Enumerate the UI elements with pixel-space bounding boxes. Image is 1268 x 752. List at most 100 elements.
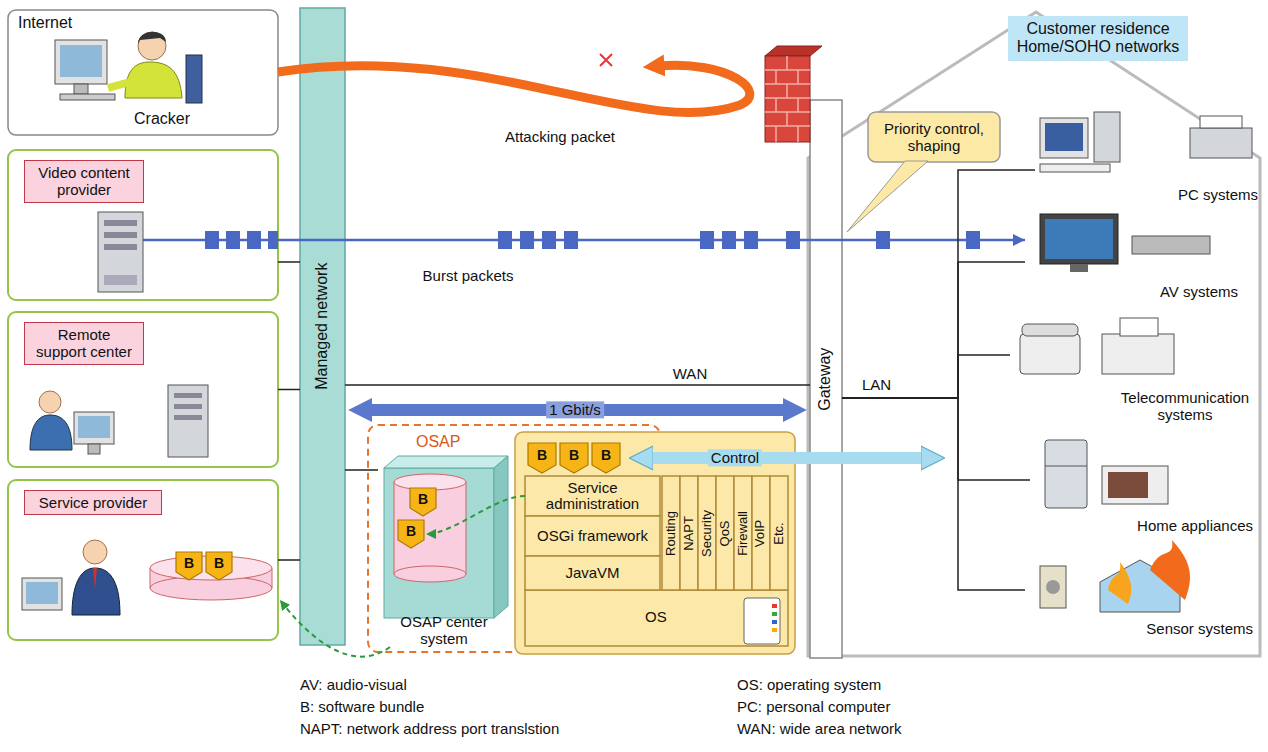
connector [842,170,1035,398]
av-devices-part [1040,214,1118,264]
node-label: OSAP [416,433,460,451]
node-label: Remote support center [24,322,144,365]
node-label: B [537,447,547,463]
connector [842,355,1010,398]
burst-packets-part [226,231,240,249]
connector [842,398,1030,480]
abbreviation-note: NAPT: network address port translstion [300,720,559,737]
device-group: Telecommunication systems [1010,318,1260,423]
cracker-figure-part [186,55,202,103]
support-operator-part [174,404,202,409]
node-label: B [418,491,428,507]
node-label: NAPT [682,516,697,551]
device-group: PC systems [1035,108,1260,203]
home-appliances-part [1108,472,1148,498]
video-server-part [104,232,137,238]
pc-devices-part [1040,118,1088,158]
connector [278,389,300,391]
node-label: VoIP [754,519,769,546]
burst-packets-part [247,231,261,249]
burst-packets-part [205,231,219,249]
provider-box-shape [8,312,278,467]
stack-layer-shape [525,556,660,590]
connector [345,469,378,471]
node-label: Customer residence Home/SOHO networks [1008,16,1188,61]
firewall-wall-part [765,46,822,56]
connector [278,65,750,112]
network-band-shape [300,8,345,645]
bundle-icon: B [560,443,588,473]
node-label: Video content provider [24,160,144,203]
connector [646,452,928,464]
connector [280,600,390,657]
node-label: B [184,555,194,571]
function-column: Routing [662,476,680,590]
firewall-wall-part [765,56,810,142]
cracker-figure-part [108,82,130,88]
edge-label: Attacking packet [502,128,618,145]
provider-box: Remote support center [8,312,278,467]
callout-box-shape [868,112,1000,162]
bundle-icon: B [398,520,424,548]
cracker-figure-part [138,32,166,60]
av-devices-part [1070,264,1088,272]
software-stack-shape [515,432,795,654]
bundle-icon-shape [410,488,436,516]
callout-box: Priority control, shaping [868,112,1000,162]
function-column: Security [698,476,716,590]
gateway-device-part [744,598,780,644]
node-label: OSGi framework [537,528,648,545]
provider-operator [22,540,120,615]
gateway-device-part [772,620,777,624]
node-label: Firewall [736,511,751,556]
sensor-devices-part [1040,566,1066,608]
node-label: PC systems [1178,186,1258,203]
gateway-device-part [772,628,777,632]
center-system: OSAP center systemBB [378,452,510,647]
node-label: Telecommunication systems [1110,389,1260,424]
cracker-figure-part [55,40,107,84]
node-label: Internet [18,14,72,32]
gateway-band-shape [810,100,842,658]
function-column: Etc. [770,476,788,590]
gateway-device-part [772,604,777,608]
cracker-figure-part [60,94,115,100]
house-outline: Customer residence Home/SOHO networksPri… [808,8,1262,658]
home-appliances-part [1045,440,1087,508]
node-label: OS [645,608,667,625]
av-devices-part [1045,219,1113,259]
cracker-figure [55,32,202,103]
provider-operator-part [72,568,120,615]
node-label: Managed network [313,263,331,390]
firewall-wall-part [765,56,810,142]
support-operator [30,385,208,457]
home-appliances-part [1102,466,1168,504]
cracker-figure-part [74,84,88,94]
bundle-icon-shape [592,443,620,473]
node-label: B [569,447,579,463]
sensor-devices-part [1046,580,1060,594]
function-column: QoS [716,476,734,590]
connector [426,496,525,534]
node-label: AV systems [1160,283,1238,300]
telecom-devices-part [1120,318,1158,336]
provider-operator-part [22,578,62,610]
gateway-device-part [772,612,777,616]
node-label: Sensor systems [1146,620,1253,637]
pc-devices-part [1045,123,1083,151]
burst-packets-part [268,231,278,249]
support-operator-part [74,412,114,444]
stack-layer: JavaVM [525,556,660,590]
connector [278,261,300,263]
node-label: QoS [718,520,733,546]
connector [842,262,1025,398]
provider-operator-part [83,540,107,564]
support-operator-part [174,393,202,398]
support-operator-part [88,444,100,454]
node-label: Cracker [134,110,190,128]
provider-box: Video content provider [8,150,278,300]
edge-label: WAN [670,365,710,382]
cracker-figure-part [138,32,166,44]
abbreviation-note: B: software bundle [300,698,424,715]
